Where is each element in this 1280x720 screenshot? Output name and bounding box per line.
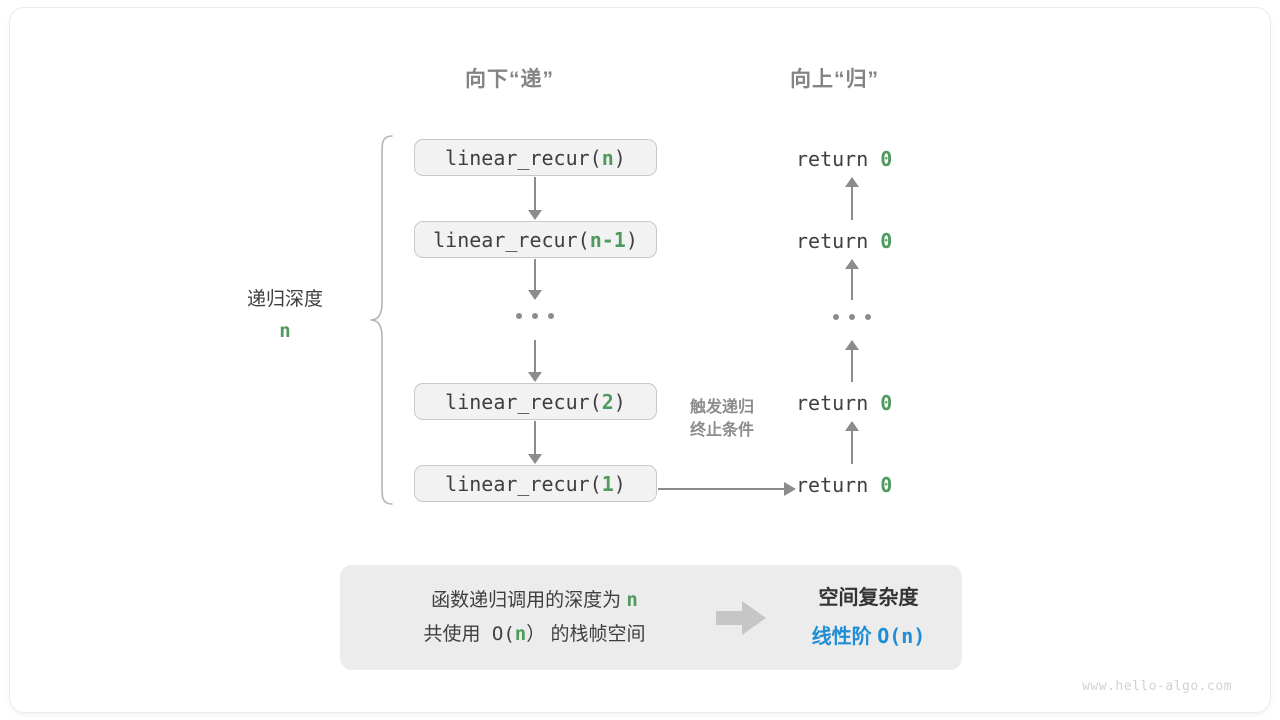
summary-line-2: 共使用 O(n） 的栈帧空间 xyxy=(362,618,707,651)
call-box-1: linear_recur(1) xyxy=(414,465,657,502)
dot xyxy=(548,313,554,319)
summary-line1-var: n xyxy=(626,589,638,612)
return-statement-4: return 0 xyxy=(796,473,892,497)
arrow-shaft xyxy=(851,260,853,300)
return-statement-1: return 0 xyxy=(796,147,892,171)
arrow-shaft xyxy=(658,488,784,490)
base-case-arrow xyxy=(658,482,796,496)
call-box-n-minus-1: linear_recur(n-1) xyxy=(414,221,657,258)
return-value: 0 xyxy=(880,229,893,253)
dot xyxy=(849,314,855,320)
arrow-head xyxy=(528,210,542,220)
arrow-head xyxy=(845,421,859,431)
arrow-head xyxy=(845,340,859,350)
descend-arrow-4 xyxy=(528,421,542,464)
brace-icon xyxy=(370,135,393,505)
call-box-2-suffix: ) xyxy=(613,389,626,414)
summary-conclusion: 空间复杂度 线性阶 O(n) xyxy=(775,581,962,654)
summary-description: 函数递归调用的深度为 n 共使用 O(n） 的栈帧空间 xyxy=(340,584,707,651)
arrow-shaft xyxy=(534,259,536,299)
trigger-note-line1: 触发递归 xyxy=(689,399,754,416)
call-box-2-arg: 2 xyxy=(601,389,614,414)
return-keyword: return xyxy=(796,147,869,171)
call-box-1-arg: 1 xyxy=(601,471,614,496)
dot xyxy=(532,313,538,319)
diagram-card: 向下“递” 向上“归” 递归深度 n linear_recur(n) linea… xyxy=(10,8,1270,712)
return-keyword: return xyxy=(796,229,869,253)
trigger-note-line2: 终止条件 xyxy=(689,422,754,440)
arrow-head xyxy=(784,482,796,496)
depth-label-value: n xyxy=(279,319,291,342)
arrow-head xyxy=(528,290,542,300)
column-header-descend: 向下“递” xyxy=(465,68,554,91)
right-block-arrow-icon xyxy=(716,600,766,635)
call-box-2-prefix: linear_recur( xyxy=(445,389,602,414)
return-ellipsis xyxy=(833,314,871,320)
call-box-n-prefix: linear_recur( xyxy=(445,145,602,170)
summary-conclusion-title: 空间复杂度 xyxy=(818,587,919,609)
diagram-stage: 向下“递” 向上“归” 递归深度 n linear_recur(n) linea… xyxy=(10,8,1270,712)
summary-value-mono: O(n) xyxy=(877,624,926,648)
summary-arrow xyxy=(707,600,775,635)
summary-conclusion-value: 线性阶 O(n) xyxy=(775,619,962,654)
ascend-arrow-3 xyxy=(845,340,859,382)
return-value: 0 xyxy=(880,391,893,415)
arrow-head xyxy=(845,259,859,269)
arrow-shaft xyxy=(851,341,853,382)
call-box-1-prefix: linear_recur( xyxy=(445,471,602,496)
arrow-head xyxy=(528,372,542,382)
arrow-shaft xyxy=(851,422,853,464)
call-box-2: linear_recur(2) xyxy=(414,383,657,420)
return-statement-2: return 0 xyxy=(796,229,892,253)
summary-line1-text: 函数递归调用的深度为 xyxy=(431,590,627,612)
summary-line-1: 函数递归调用的深度为 n xyxy=(362,584,707,617)
watermark: www.hello-algo.com xyxy=(1082,679,1232,694)
arrow-head xyxy=(845,177,859,187)
ascend-arrow-2 xyxy=(845,259,859,300)
call-box-n1-arg: n-1 xyxy=(589,227,626,252)
dot xyxy=(833,314,839,320)
arrow-shaft xyxy=(534,340,536,381)
summary-line2-var: n xyxy=(514,622,527,645)
arrow-shaft xyxy=(851,178,853,220)
call-box-n: linear_recur(n) xyxy=(414,139,657,176)
call-box-n-arg: n xyxy=(601,145,614,170)
termination-condition-note: 触发递归 终止条件 xyxy=(663,396,781,442)
return-keyword: return xyxy=(796,473,869,497)
dot xyxy=(865,314,871,320)
arrow-shaft xyxy=(534,177,536,219)
complexity-summary-panel: 函数递归调用的深度为 n 共使用 O(n） 的栈帧空间 空间复杂度 线性阶 O(… xyxy=(340,565,962,670)
return-value: 0 xyxy=(880,473,893,497)
call-box-n1-suffix: ) xyxy=(625,227,638,252)
descend-arrow-1 xyxy=(528,177,542,220)
column-header-ascend: 向上“归” xyxy=(790,68,879,91)
recursion-depth-label: 递归深度 n xyxy=(210,286,360,342)
descend-arrow-2 xyxy=(528,259,542,300)
summary-value-text: 线性阶 xyxy=(811,626,878,648)
return-value: 0 xyxy=(880,147,893,171)
call-stack-ellipsis xyxy=(516,313,554,319)
call-box-1-suffix: ) xyxy=(613,471,626,496)
call-box-n1-prefix: linear_recur( xyxy=(433,227,590,252)
summary-line2-pre: 共使用 O( xyxy=(423,622,515,645)
recursion-depth-brace xyxy=(368,134,398,506)
return-keyword: return xyxy=(796,391,869,415)
return-statement-3: return 0 xyxy=(796,391,892,415)
arrow-head xyxy=(528,454,542,464)
ascend-arrow-1 xyxy=(845,177,859,220)
depth-label-text: 递归深度 xyxy=(246,289,323,310)
summary-line2-post: ） 的栈帧空间 xyxy=(526,623,646,645)
ascend-arrow-4 xyxy=(845,421,859,464)
dot xyxy=(516,313,522,319)
call-box-n-suffix: ) xyxy=(613,145,626,170)
descend-arrow-3 xyxy=(528,340,542,382)
arrow-shaft xyxy=(534,421,536,463)
